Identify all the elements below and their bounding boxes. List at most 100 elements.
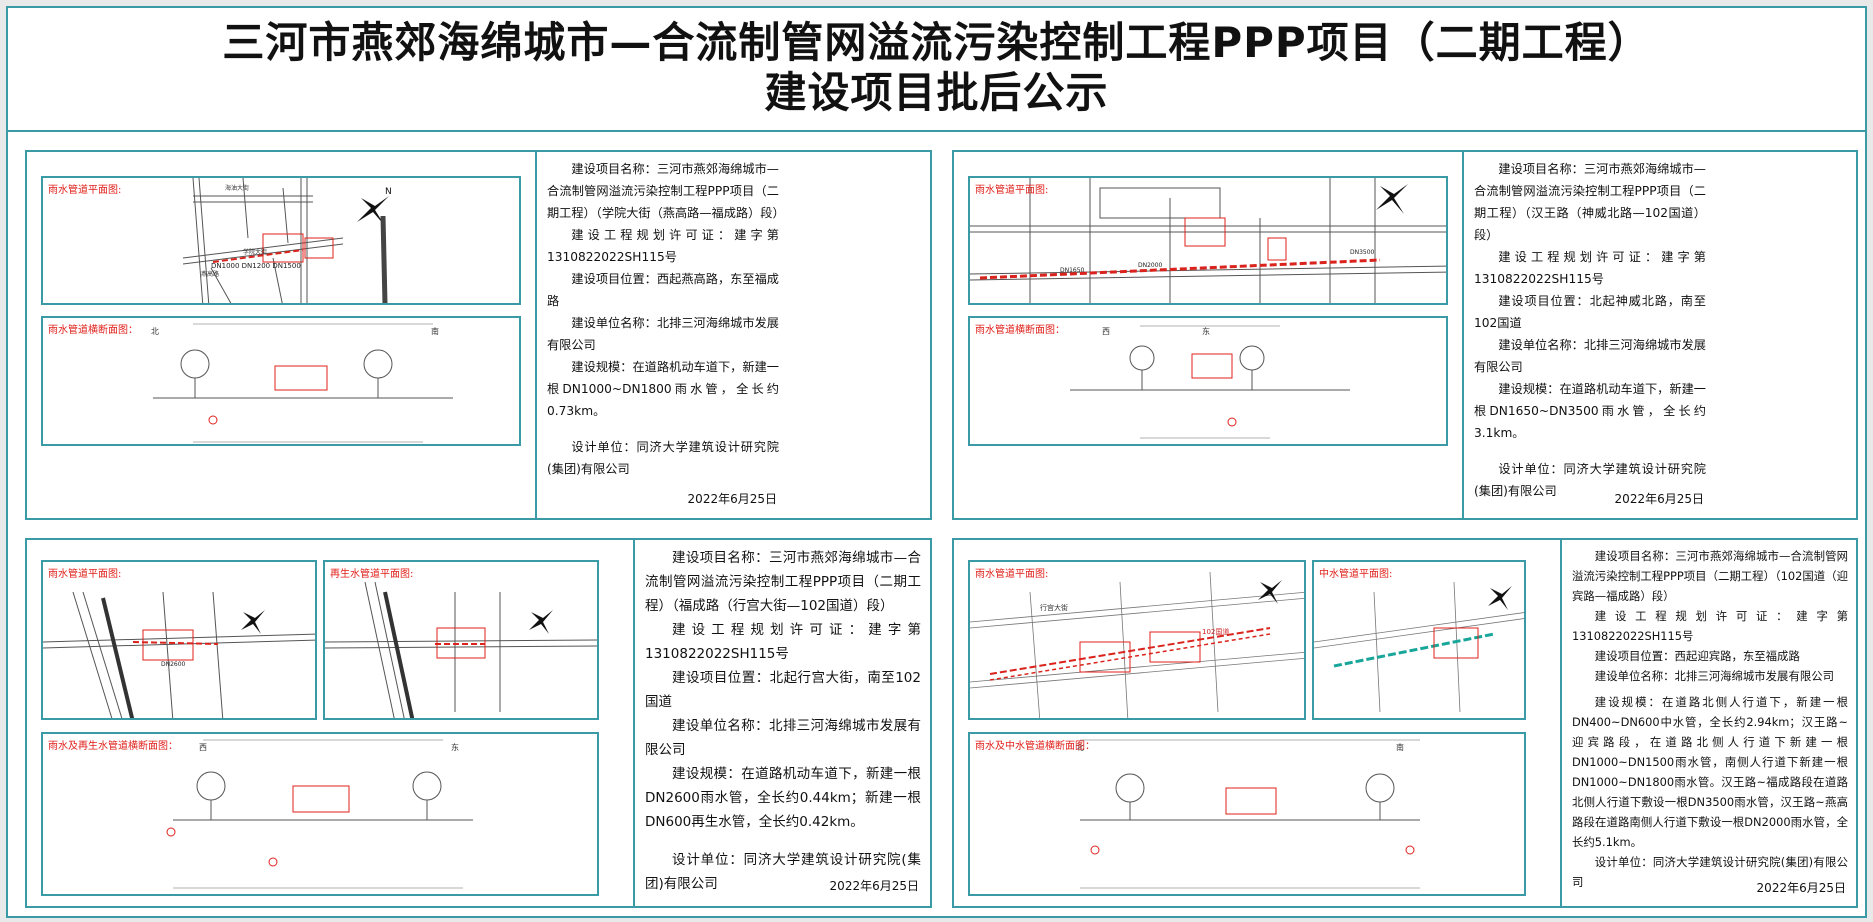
road-label-102: 102国道 bbox=[1202, 627, 1229, 636]
notice-date: 2022年6月25日 bbox=[1756, 881, 1846, 895]
panel-fucheng-road: 雨水管道平面图: DN2600 再生水管道平面图: bbox=[25, 538, 932, 908]
section-drawing-label: 雨水管道横断面图： bbox=[48, 325, 138, 336]
notice-date: 2022年6月25日 bbox=[687, 492, 777, 506]
design-unit: 设计单位：同济大学建筑设计研究院(集团)有限公司 bbox=[1572, 855, 1848, 889]
permit-number: 建设工程规划许可证：建字第1310822022SH115号 bbox=[1572, 609, 1848, 643]
tree-icon bbox=[196, 771, 226, 820]
section-dir-right: 南 bbox=[1396, 742, 1404, 752]
plan-drawing-reclaimed: 中水管道平面图: bbox=[1312, 560, 1526, 720]
construction-scale: 建设规模：在道路机动车道下，新建一根DN1650~DN3500雨水管，全长约3.… bbox=[1474, 382, 1706, 440]
construction-scale: 建设规模：在道路机动车道下，新建一根DN2600雨水管，全长约0.44km；新建… bbox=[645, 766, 921, 830]
section-dir-right: 东 bbox=[451, 742, 459, 752]
plan-drawing: 雨水管道平面图: DN1650 DN2000 DN3500 bbox=[968, 176, 1448, 305]
plan-map: 海油大街 学院大街 燕高路 DN1000 DN1200 DN1500 N bbox=[182, 178, 392, 303]
construction-scale: 建设规模：在道路北侧人行道下，新建一根DN400~DN600中水管，全长约2.9… bbox=[1572, 695, 1848, 849]
plan-drawing-reclaimed: 再生水管道平面图: bbox=[323, 560, 599, 720]
north-arrow-icon bbox=[1376, 184, 1408, 214]
notice-board: 三河市燕郊海绵城市—合流制管网溢流污染控制工程PPP项目（二期工程） 建设项目批… bbox=[6, 6, 1867, 918]
svg-text:N: N bbox=[385, 187, 392, 197]
pipe-label-3: DN3500 bbox=[1350, 249, 1375, 256]
project-info: 建设项目名称：三河市燕郊海绵城市—合流制管网溢流污染控制工程PPP项目（二期工程… bbox=[539, 152, 787, 518]
section-drawing: 雨水及中水管道横断面图： 北 南 bbox=[968, 732, 1526, 896]
plan-drawing: 雨水管道平面图: 海油大街 学院大街 燕高路 DN1000 DN1200 DN1… bbox=[41, 176, 521, 305]
section-diagram: 北 南 bbox=[151, 323, 453, 443]
section-drawing-label: 雨水及再生水管道横断面图： bbox=[48, 741, 178, 752]
plan-drawing-rain: 雨水管道平面图: DN2600 bbox=[41, 560, 317, 720]
section-dir-left: 北 bbox=[151, 327, 159, 336]
road-label-yangao: 燕高路 bbox=[201, 270, 219, 278]
project-name: 建设项目名称：三河市燕郊海绵城市—合流制管网溢流污染控制工程PPP项目（二期工程… bbox=[547, 162, 785, 220]
pipe-label-1: DN1650 bbox=[1060, 267, 1085, 274]
section-drawing-label: 雨水及中水管道横断面图： bbox=[975, 741, 1095, 752]
construction-unit: 建设单位名称：北排三河海绵城市发展有限公司 bbox=[1594, 669, 1835, 683]
permit-number: 建设工程规划许可证：建字第1310822022SH115号 bbox=[547, 228, 779, 264]
panel-hanwang-road: 雨水管道平面图: DN1650 DN2000 DN3500 bbox=[952, 150, 1858, 520]
section-dir-left: 北 bbox=[1076, 743, 1084, 752]
project-info: 建设项目名称：三河市燕郊海绵城市—合流制管网溢流污染控制工程PPP项目（二期工程… bbox=[637, 540, 929, 906]
project-info: 建设项目名称：三河市燕郊海绵城市—合流制管网溢流污染控制工程PPP项目（二期工程… bbox=[1466, 152, 1714, 518]
project-name: 建设项目名称：三河市燕郊海绵城市—合流制管网溢流污染控制工程PPP项目（二期工程… bbox=[1474, 162, 1706, 242]
design-unit: 设计单位：同济大学建筑设计研究院(集团)有限公司 bbox=[645, 852, 921, 892]
north-arrow-icon bbox=[241, 610, 265, 634]
tree-icon bbox=[180, 349, 210, 398]
section-dir-right: 东 bbox=[1202, 326, 1210, 336]
tree-icon bbox=[1239, 345, 1265, 390]
construction-scale: 建设规模：在道路机动车道下，新建一根DN1000~DN1800雨水管，全长约0.… bbox=[547, 360, 779, 418]
project-name: 建设项目名称：三河市燕郊海绵城市—合流制管网溢流污染控制工程PPP项目（二期工程… bbox=[1572, 549, 1848, 603]
section-drawing: 雨水及再生水管道横断面图： 西 东 bbox=[41, 732, 599, 896]
design-unit: 设计单位：同济大学建筑设计研究院(集团)有限公司 bbox=[547, 440, 779, 476]
section-dir-left: 西 bbox=[199, 743, 207, 752]
notice-date: 2022年6月25日 bbox=[829, 879, 919, 893]
tree-icon bbox=[1129, 345, 1155, 390]
plan-drawing-label: 雨水管道平面图: bbox=[975, 185, 1049, 196]
project-location: 建设项目位置：北起神威北路，南至102国道 bbox=[1474, 294, 1706, 330]
panel-xueyuan-street: 雨水管道平面图: 海油大街 学院大街 燕高路 DN1000 DN1200 DN1… bbox=[25, 150, 932, 520]
plan-drawing-label: 雨水管道平面图: bbox=[975, 569, 1049, 580]
north-arrow-icon bbox=[1258, 580, 1282, 604]
north-arrow-icon bbox=[1488, 586, 1512, 610]
permit-number: 建设工程规划许可证：建字第1310822022SH115号 bbox=[1474, 250, 1706, 286]
title-line-1: 三河市燕郊海绵城市—合流制管网溢流污染控制工程PPP项目（二期工程） bbox=[222, 18, 1651, 67]
notice-date: 2022年6月25日 bbox=[1614, 492, 1704, 506]
section-drawing-label: 雨水管道横断面图： bbox=[975, 325, 1065, 336]
north-arrow-icon bbox=[529, 610, 553, 634]
plan-drawing-label: 中水管道平面图: bbox=[1319, 569, 1393, 580]
panel-national-road-102: 雨水管道平面图: 行宫大街 102国道 中水管道平面图: bbox=[952, 538, 1858, 908]
plan-map: DN1650 DN2000 DN3500 bbox=[970, 178, 1446, 303]
permit-number: 建设工程规划许可证：建字第1310822022SH115号 bbox=[645, 622, 921, 662]
plan-drawing-label: 再生水管道平面图: bbox=[330, 569, 414, 580]
tree-icon bbox=[363, 349, 393, 398]
construction-unit: 建设单位名称：北排三河海绵城市发展有限公司 bbox=[645, 718, 921, 758]
section-drawing: 雨水管道横断面图： 北 南 bbox=[41, 316, 521, 446]
project-name: 建设项目名称：三河市燕郊海绵城市—合流制管网溢流污染控制工程PPP项目（二期工程… bbox=[645, 550, 921, 614]
plan-drawing-rain: 雨水管道平面图: 行宫大街 102国道 bbox=[968, 560, 1306, 720]
title-line-2: 建设项目批后公示 bbox=[764, 68, 1109, 117]
section-diagram: 北 南 bbox=[1076, 739, 1420, 889]
pipe-label-2: DN2000 bbox=[1138, 262, 1163, 269]
plan-drawing-label: 雨水管道平面图: bbox=[48, 185, 122, 196]
road-label-haiyou: 海油大街 bbox=[225, 184, 249, 192]
notice-title: 三河市燕郊海绵城市—合流制管网溢流污染控制工程PPP项目（二期工程） 建设项目批… bbox=[8, 8, 1865, 132]
section-dir-left: 西 bbox=[1102, 327, 1110, 336]
road-label-xinggong: 行宫大街 bbox=[1040, 603, 1068, 612]
plan-drawing-label: 雨水管道平面图: bbox=[48, 569, 122, 580]
plan-map bbox=[1314, 581, 1524, 713]
section-diagram: 西 东 bbox=[1070, 325, 1350, 439]
section-drawing: 雨水管道横断面图： 西 东 bbox=[968, 316, 1448, 446]
road-label-xueyuan: 学院大街 bbox=[243, 248, 267, 256]
project-location: 建设项目位置：西起迎宾路，东至福成路 bbox=[1594, 649, 1800, 663]
tree-icon bbox=[1115, 773, 1145, 820]
construction-unit: 建设单位名称：北排三河海绵城市发展有限公司 bbox=[1474, 338, 1706, 374]
section-diagram: 西 东 bbox=[166, 739, 473, 889]
plan-map: 行宫大街 102国道 bbox=[970, 571, 1304, 718]
north-arrow-icon: N bbox=[357, 187, 392, 226]
pipe-label: DN1000 DN1200 DN1500 bbox=[211, 262, 301, 270]
section-dir-right: 南 bbox=[431, 326, 439, 336]
tree-icon bbox=[412, 771, 442, 820]
plan-map bbox=[325, 581, 597, 718]
pipe-label: DN2600 bbox=[161, 661, 186, 668]
tree-icon bbox=[1365, 773, 1395, 820]
design-unit: 设计单位：同济大学建筑设计研究院(集团)有限公司 bbox=[1474, 462, 1706, 498]
project-location: 建设项目位置：西起燕高路，东至福成路 bbox=[547, 272, 779, 308]
project-location: 建设项目位置：北起行宫大街，南至102国道 bbox=[645, 670, 921, 710]
